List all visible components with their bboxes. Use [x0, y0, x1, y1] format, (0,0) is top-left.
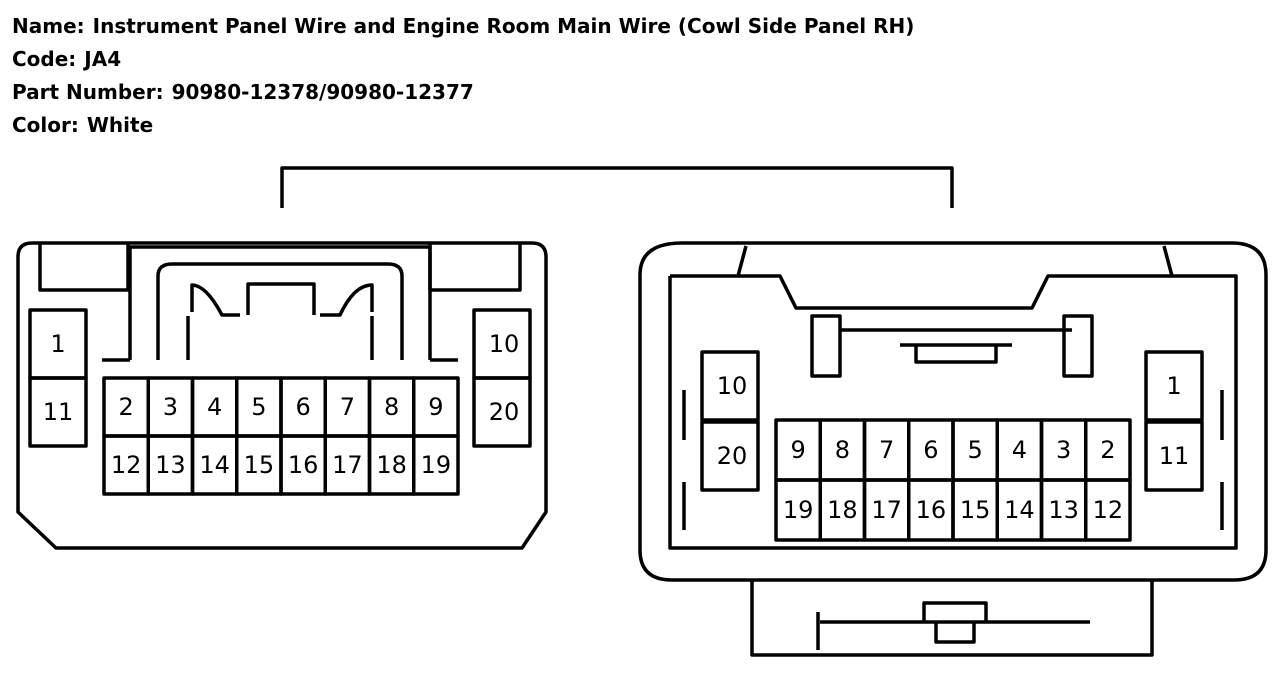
left-pin-label: 17 — [332, 451, 363, 479]
part-number-row: Part Number: 90980-12378/90980-12377 — [12, 76, 914, 109]
right-cavity-box — [700, 350, 760, 422]
left-pin-label: 20 — [489, 398, 520, 426]
part-number-value: 90980-12378/90980-12377 — [171, 80, 474, 104]
right-pin-label: 1 — [1166, 372, 1181, 400]
name-row: Name: Instrument Panel Wire and Engine Ro… — [12, 10, 914, 43]
right-cavity-box — [1144, 420, 1204, 492]
code-value: JA4 — [84, 47, 122, 71]
left-cavity-box — [472, 376, 532, 448]
left-pin-label: 13 — [155, 451, 186, 479]
left-pin-label: 6 — [295, 393, 310, 421]
right-cavity-box — [1144, 350, 1204, 422]
left-pin-label: 8 — [384, 393, 399, 421]
right-pin-label: 9 — [790, 436, 805, 464]
left-connector-divider-right — [370, 316, 458, 362]
left-pin-label: 18 — [376, 451, 407, 479]
right-pin-label: 10 — [717, 372, 748, 400]
left-pin-label: 4 — [207, 393, 222, 421]
part-number-label: Part Number: — [12, 80, 164, 104]
left-cavity-box — [412, 434, 460, 496]
right-connector-key-left — [810, 314, 842, 378]
name-value: Instrument Panel Wire and Engine Room Ma… — [92, 14, 915, 38]
left-pin-label: 19 — [421, 451, 452, 479]
left-pin-label: 10 — [489, 330, 520, 358]
right-connector-key-right — [1062, 314, 1094, 378]
right-pin-label: 5 — [967, 436, 982, 464]
right-connector-side-grooves — [682, 390, 1224, 530]
right-pin-label: 13 — [1048, 496, 1079, 524]
right-connector-lower-lock — [750, 580, 1154, 657]
left-cavity-box — [28, 376, 88, 448]
left-connector-latch-inner — [156, 262, 404, 360]
left-pin-label: 11 — [43, 398, 74, 426]
left-pin-label: 12 — [111, 451, 142, 479]
right-pin-label: 12 — [1093, 496, 1124, 524]
right-pin-label: 16 — [916, 496, 947, 524]
right-connector-latch-tab — [900, 343, 1012, 364]
code-label: Code: — [12, 47, 77, 71]
right-pin-label: 7 — [879, 436, 894, 464]
mating-bracket — [280, 166, 954, 208]
left-connector — [16, 241, 548, 550]
right-pin-label: 4 — [1012, 436, 1027, 464]
left-pin-label: 5 — [251, 393, 266, 421]
right-pin-label: 14 — [1004, 496, 1035, 524]
color-value: White — [86, 113, 154, 137]
right-pin-label: 8 — [835, 436, 850, 464]
left-pin-label: 14 — [199, 451, 230, 479]
right-pin-label: 17 — [871, 496, 902, 524]
left-pin-label: 9 — [428, 393, 443, 421]
right-pin-label: 20 — [717, 442, 748, 470]
right-connector-housing — [638, 241, 1268, 582]
left-connector-divider-left — [102, 316, 190, 362]
name-label: Name: — [12, 14, 85, 38]
right-pin-label: 6 — [923, 436, 938, 464]
right-connector-keyway — [738, 274, 1172, 310]
right-pin-label: 19 — [783, 496, 814, 524]
left-pin-label: 2 — [118, 393, 133, 421]
left-connector-top-inner-edge — [38, 243, 130, 292]
left-connector-housing — [16, 241, 548, 550]
left-connector-latch-outer — [128, 245, 432, 360]
color-label: Color: — [12, 113, 79, 137]
right-connector — [638, 241, 1268, 657]
left-connector-latch-lock — [190, 282, 374, 317]
left-pin-label: 16 — [288, 451, 319, 479]
right-pin-label: 15 — [960, 496, 991, 524]
right-cavity-box — [1084, 478, 1132, 542]
right-pin-label: 2 — [1100, 436, 1115, 464]
color-row: Color: White — [12, 109, 914, 142]
code-row: Code: JA4 — [12, 43, 914, 76]
left-pin-label: 3 — [163, 393, 178, 421]
left-connector-top-inner-edge-right — [428, 243, 522, 292]
left-pin-label: 1 — [50, 330, 65, 358]
left-pin-label: 7 — [340, 393, 355, 421]
right-pin-label: 18 — [827, 496, 858, 524]
right-pin-label: 3 — [1056, 436, 1071, 464]
left-pin-label: 15 — [244, 451, 275, 479]
right-pin-label: 11 — [1159, 442, 1190, 470]
right-cavity-box — [700, 420, 760, 492]
connector-info: Name: Instrument Panel Wire and Engine Ro… — [12, 10, 914, 142]
